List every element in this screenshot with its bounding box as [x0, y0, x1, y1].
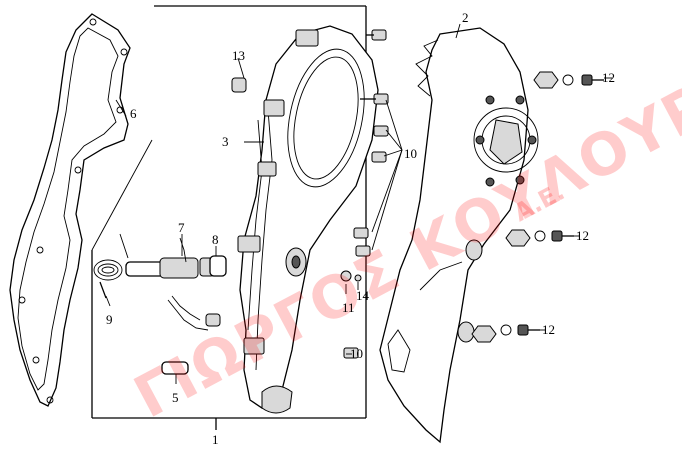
bolt-10-mid-3: [371, 151, 387, 163]
bolt-10-mid-1: [360, 93, 389, 105]
bolt-10-low-2: [355, 245, 371, 257]
hardware-12-mid: [505, 229, 574, 247]
kickstart-mechanism: [93, 233, 227, 375]
hardware-12-low: [471, 324, 540, 343]
bolt-10-top: [366, 29, 387, 41]
callout-13: 13: [232, 48, 245, 63]
callout-14: 14: [356, 288, 370, 303]
callout-3: 3: [222, 134, 229, 149]
callout-1: 1: [212, 432, 219, 447]
leader-lines: [105, 23, 612, 384]
inner-cover-part: [237, 25, 379, 414]
hardware-12-top: [533, 71, 604, 89]
callout-5: 5: [172, 390, 179, 405]
bolt-10-low-3: [343, 347, 359, 359]
callout-labels: 2 13 3 6 7 8 9 5 1 10 10 11 14 12 12 12: [106, 10, 615, 447]
callout-6: 6: [130, 106, 137, 121]
spring-9: [93, 259, 123, 299]
cap-13: [231, 77, 247, 93]
outer-cover-part: [379, 27, 539, 444]
gasket-part: [9, 13, 131, 407]
callout-10a: 10: [404, 146, 417, 161]
callout-2: 2: [462, 10, 469, 25]
bolt-10-low-1: [353, 227, 369, 239]
callout-9: 9: [106, 312, 113, 327]
callout-10b: 10: [350, 346, 363, 361]
callout-12a: 12: [602, 70, 615, 85]
callout-11: 11: [342, 300, 355, 315]
callout-7: 7: [178, 220, 185, 235]
callout-12c: 12: [542, 322, 555, 337]
callout-8: 8: [212, 232, 219, 247]
bolt-10-mid-2: [373, 125, 389, 137]
fasteners: [231, 29, 604, 359]
callout-12b: 12: [576, 228, 589, 243]
